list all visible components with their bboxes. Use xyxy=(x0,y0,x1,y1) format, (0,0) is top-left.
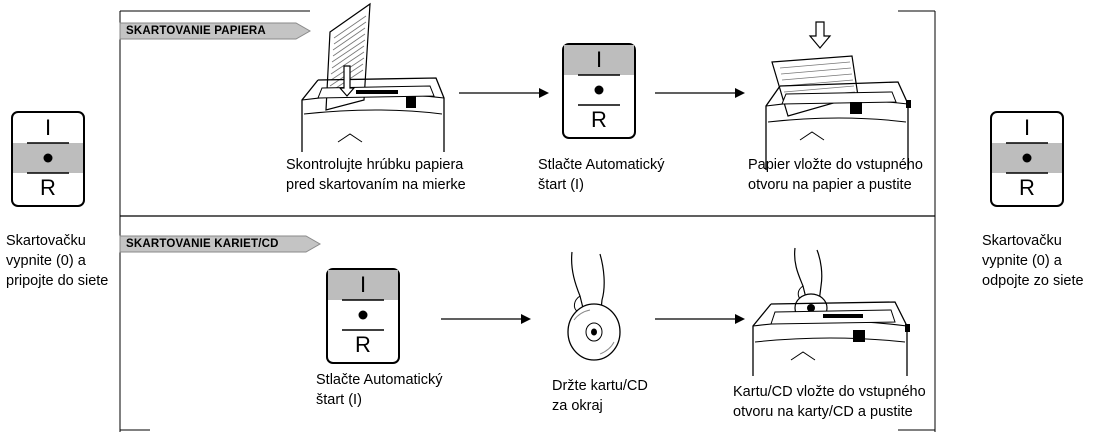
switch-top-label: I xyxy=(359,272,367,297)
flow-arrow xyxy=(459,88,549,98)
caption-line: Papier vložte do vstupného xyxy=(748,157,923,173)
card-step-3-caption: Kartu/CD vložte do vstupného otvoru na k… xyxy=(733,382,926,422)
card-auto-start-switch: I R xyxy=(326,268,400,364)
paper-auto-start-switch: I R xyxy=(562,43,636,139)
right-caption-line-2: vypnite (0) a xyxy=(982,253,1062,269)
caption-line: Skontrolujte hrúbku papiera xyxy=(286,157,464,173)
caption-line: otvoru na karty/CD a pustite xyxy=(733,404,913,420)
flow-arrow xyxy=(441,314,531,324)
caption-line: za okraj xyxy=(552,398,603,414)
caption-line: otvoru na papier a pustite xyxy=(748,177,912,193)
shredder-paper-gauge-illustration xyxy=(301,2,445,152)
right-caption: Skartovačku vypnite (0) a odpojte zo sie… xyxy=(982,231,1084,291)
switch-icon xyxy=(562,43,636,139)
switch-top-label: I xyxy=(1023,115,1031,140)
left-caption: Skartovačku vypnite (0) a pripojte do si… xyxy=(6,231,108,291)
paper-step-3-caption: Papier vložte do vstupného otvoru na pap… xyxy=(748,155,923,195)
switch-bottom-label: R xyxy=(1019,175,1035,200)
left-power-switch: I R xyxy=(11,111,85,207)
caption-line: Stlačte Automatický xyxy=(316,372,443,388)
caption-line: Držte kartu/CD xyxy=(552,378,648,394)
caption-line: štart (I) xyxy=(316,392,362,408)
left-caption-line-1: Skartovačku xyxy=(6,233,86,249)
down-arrow-icon xyxy=(338,65,356,97)
left-caption-line-2: vypnite (0) a xyxy=(6,253,86,269)
banner-arrow-shape xyxy=(119,235,322,253)
right-caption-line-3: odpojte zo siete xyxy=(982,273,1084,289)
right-caption-line-1: Skartovačku xyxy=(982,233,1062,249)
section-banner-paper: SKARTOVANIE PAPIERA xyxy=(119,22,320,40)
switch-bottom-label: R xyxy=(40,175,56,200)
shredder-cd-insert-illustration xyxy=(752,247,910,376)
card-step-1-caption: Stlačte Automatický štart (I) xyxy=(316,370,443,410)
down-arrow-icon xyxy=(808,21,832,49)
caption-line: Kartu/CD vložte do vstupného xyxy=(733,384,926,400)
section-title-card: SKARTOVANIE KARIET/CD xyxy=(126,238,279,250)
paper-step-1-caption: Skontrolujte hrúbku papiera pred skartov… xyxy=(286,155,466,195)
section-title-paper: SKARTOVANIE PAPIERA xyxy=(126,25,266,37)
hand-holding-cd-illustration xyxy=(567,251,621,361)
switch-bottom-label: R xyxy=(355,332,371,357)
paper-sheet-icon xyxy=(325,2,371,111)
section-banner-card: SKARTOVANIE KARIET/CD xyxy=(119,235,330,253)
flow-arrow xyxy=(655,88,745,98)
switch-icon xyxy=(990,111,1064,207)
switch-top-label: I xyxy=(595,47,603,72)
switch-bottom-label: R xyxy=(591,107,607,132)
caption-line: Stlačte Automatický xyxy=(538,157,665,173)
cd-icon xyxy=(567,303,621,361)
paper-step-2-caption: Stlačte Automatický štart (I) xyxy=(538,155,665,195)
right-power-switch: I R xyxy=(990,111,1064,207)
switch-icon xyxy=(11,111,85,207)
caption-line: štart (I) xyxy=(538,177,584,193)
card-step-2-caption: Držte kartu/CD za okraj xyxy=(552,376,648,416)
caption-line: pred skartovaním na mierke xyxy=(286,177,466,193)
switch-icon xyxy=(326,268,400,364)
banner-arrow-shape xyxy=(119,22,312,40)
switch-top-label: I xyxy=(44,115,52,140)
flow-arrow xyxy=(655,314,745,324)
shredder-paper-insert-illustration xyxy=(765,21,911,170)
left-caption-line-3: pripojte do siete xyxy=(6,273,109,289)
